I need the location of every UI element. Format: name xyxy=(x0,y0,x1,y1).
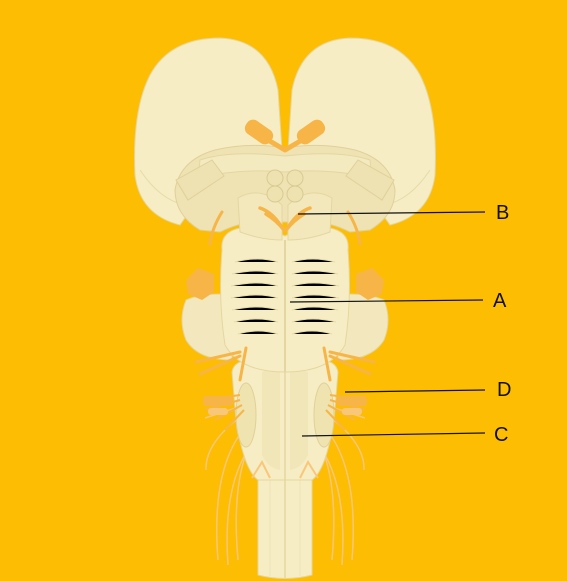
trochlear-nerves xyxy=(208,210,362,246)
trigeminal-nerves xyxy=(186,268,384,300)
optic-nerves xyxy=(244,119,326,153)
label-b: B xyxy=(496,202,510,224)
leader-line-b xyxy=(297,211,486,215)
cerebral-hemispheres xyxy=(134,37,436,226)
medulla xyxy=(231,359,339,481)
pons xyxy=(220,226,350,373)
label-d: D xyxy=(497,379,512,401)
leader-line-d xyxy=(344,389,486,393)
leader-lines xyxy=(289,211,486,437)
pontomedullary-nerves xyxy=(194,346,376,382)
midbrain xyxy=(174,144,396,241)
leader-line-a xyxy=(289,299,484,303)
leader-line-c xyxy=(301,432,486,437)
label-a: A xyxy=(493,290,507,312)
accessory-nerve-stubs xyxy=(203,396,367,415)
spinal-cord xyxy=(257,469,313,579)
label-c: C xyxy=(494,424,509,446)
